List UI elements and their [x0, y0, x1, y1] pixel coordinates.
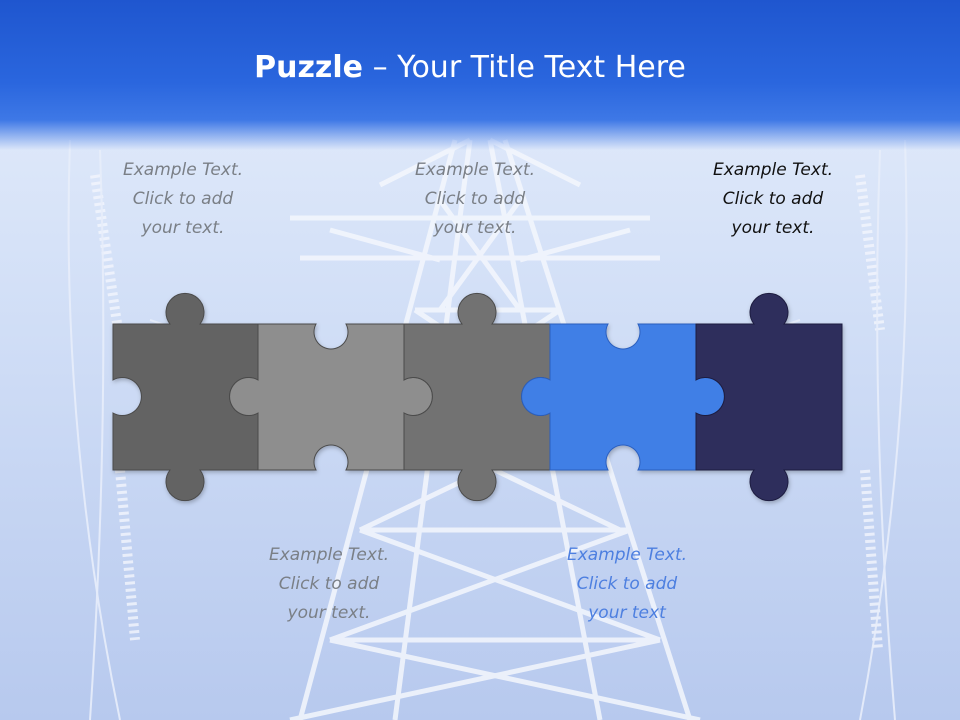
- caption-top-middle[interactable]: Example Text. Click to add your text.: [414, 160, 536, 238]
- puzzle-piece-2[interactable]: [229, 323, 433, 471]
- title-bar: [0, 0, 960, 150]
- puzzle-piece-4[interactable]: [521, 323, 725, 471]
- caption-bottom-right[interactable]: Example Text. Click to add your text: [566, 545, 688, 623]
- caption-bottom-left[interactable]: Example Text. Click to add your text.: [268, 545, 390, 623]
- caption-top-left[interactable]: Example Text. Click to add your text.: [122, 160, 244, 238]
- puzzle-piece-5[interactable]: [695, 292, 843, 502]
- title-rest: – Your Title Text Here: [363, 50, 686, 85]
- caption-top-right[interactable]: Example Text. Click to add your text.: [712, 160, 834, 238]
- slide-title[interactable]: Puzzle – Your Title Text Here: [0, 50, 940, 85]
- title-bold: Puzzle: [254, 50, 364, 85]
